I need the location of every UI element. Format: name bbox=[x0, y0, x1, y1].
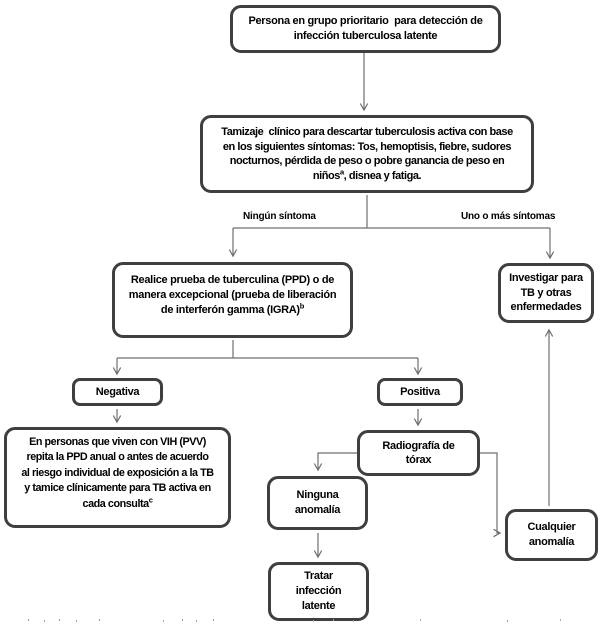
node-text-line: infección bbox=[295, 585, 342, 597]
node-text-line: y tamice clínicamente para TB activa en bbox=[24, 482, 211, 495]
node-text-line: niñosa, disnea y fatiga. bbox=[312, 166, 422, 182]
node-text-line: latente bbox=[301, 600, 336, 612]
node-text-line: al riesgo individual de exposición a la … bbox=[21, 466, 214, 479]
node-text-line: Ninguna bbox=[296, 489, 339, 501]
node-treat-latent-infection: Tratar infección latente bbox=[268, 562, 369, 621]
edge-xray-to-anyanomaly bbox=[480, 452, 502, 538]
node-text-line: TB y otras bbox=[520, 286, 572, 299]
node-clinical-screening: Tamizaje clínico para descartar tubercul… bbox=[200, 115, 534, 193]
node-text-line: de interferón gamma (IGRA)b bbox=[160, 300, 305, 316]
node-text-line: Realice prueba de tuberculina (PPD) o de bbox=[130, 273, 335, 286]
node-text-line: Positiva bbox=[400, 386, 440, 398]
node-any-anomaly: Cualquier anomalía bbox=[505, 509, 598, 561]
footnote-marker-b: b bbox=[299, 300, 305, 310]
node-text-line: repita la PPD anual o antes de acuerdo bbox=[26, 451, 209, 464]
node-text-line: Persona en grupo prioritario para detecc… bbox=[248, 15, 483, 27]
node-text-line: Negativa bbox=[95, 386, 140, 398]
node-chest-xray: Radiografía de tórax bbox=[357, 430, 480, 476]
node-text-line: en los siguientes síntomas: Tos, hemopti… bbox=[222, 140, 512, 153]
node-text-line: anomalía bbox=[528, 536, 575, 548]
node-text-line: anomalía bbox=[294, 504, 341, 516]
node-text-line: Tamizaje clínico para descartar tubercul… bbox=[221, 126, 513, 138]
edge-xray-to-noanomaly bbox=[313, 452, 357, 472]
footnote-marker-c: c bbox=[148, 495, 153, 505]
node-text-line: Investigar para bbox=[509, 272, 583, 285]
node-pvv-followup: En personas que viven con VIH (PVV) repi… bbox=[4, 427, 231, 528]
node-text-line: enfermedades bbox=[510, 301, 582, 314]
node-investigate-tb: Investigar para TB y otras enfermedades bbox=[498, 263, 594, 323]
node-text-line: manera excepcional (prueba de liberación bbox=[128, 288, 337, 301]
node-negative-result: Negativa bbox=[72, 378, 163, 406]
node-text-line: tórax bbox=[405, 454, 432, 466]
node-ppd-test: Realice prueba de tuberculina (PPD) o de… bbox=[112, 262, 353, 338]
clipped-footnote-text bbox=[28, 619, 29, 621]
node-text-line: infección tuberculosa latente bbox=[293, 30, 438, 42]
node-text-line: En personas que viven con VIH (PVV) bbox=[29, 435, 206, 448]
node-priority-group: Persona en grupo prioritario para detecc… bbox=[230, 5, 501, 53]
node-text-line: Tratar bbox=[304, 570, 333, 582]
edge-label-one-or-more-symptoms: Uno o más síntomas bbox=[461, 211, 556, 222]
node-text-line: Cualquier bbox=[527, 521, 576, 533]
footnote-marker-a: a bbox=[339, 166, 344, 176]
node-text-line: nocturnos, pérdida de peso o pobre ganan… bbox=[229, 155, 505, 167]
edge-label-no-symptom: Ningún síntoma bbox=[243, 211, 316, 222]
node-text-line: cada consultac bbox=[82, 495, 153, 510]
node-positive-result: Positiva bbox=[377, 378, 463, 406]
node-no-anomaly: Ninguna anomalía bbox=[267, 476, 368, 530]
node-text-line: Radiografía de bbox=[382, 439, 455, 452]
